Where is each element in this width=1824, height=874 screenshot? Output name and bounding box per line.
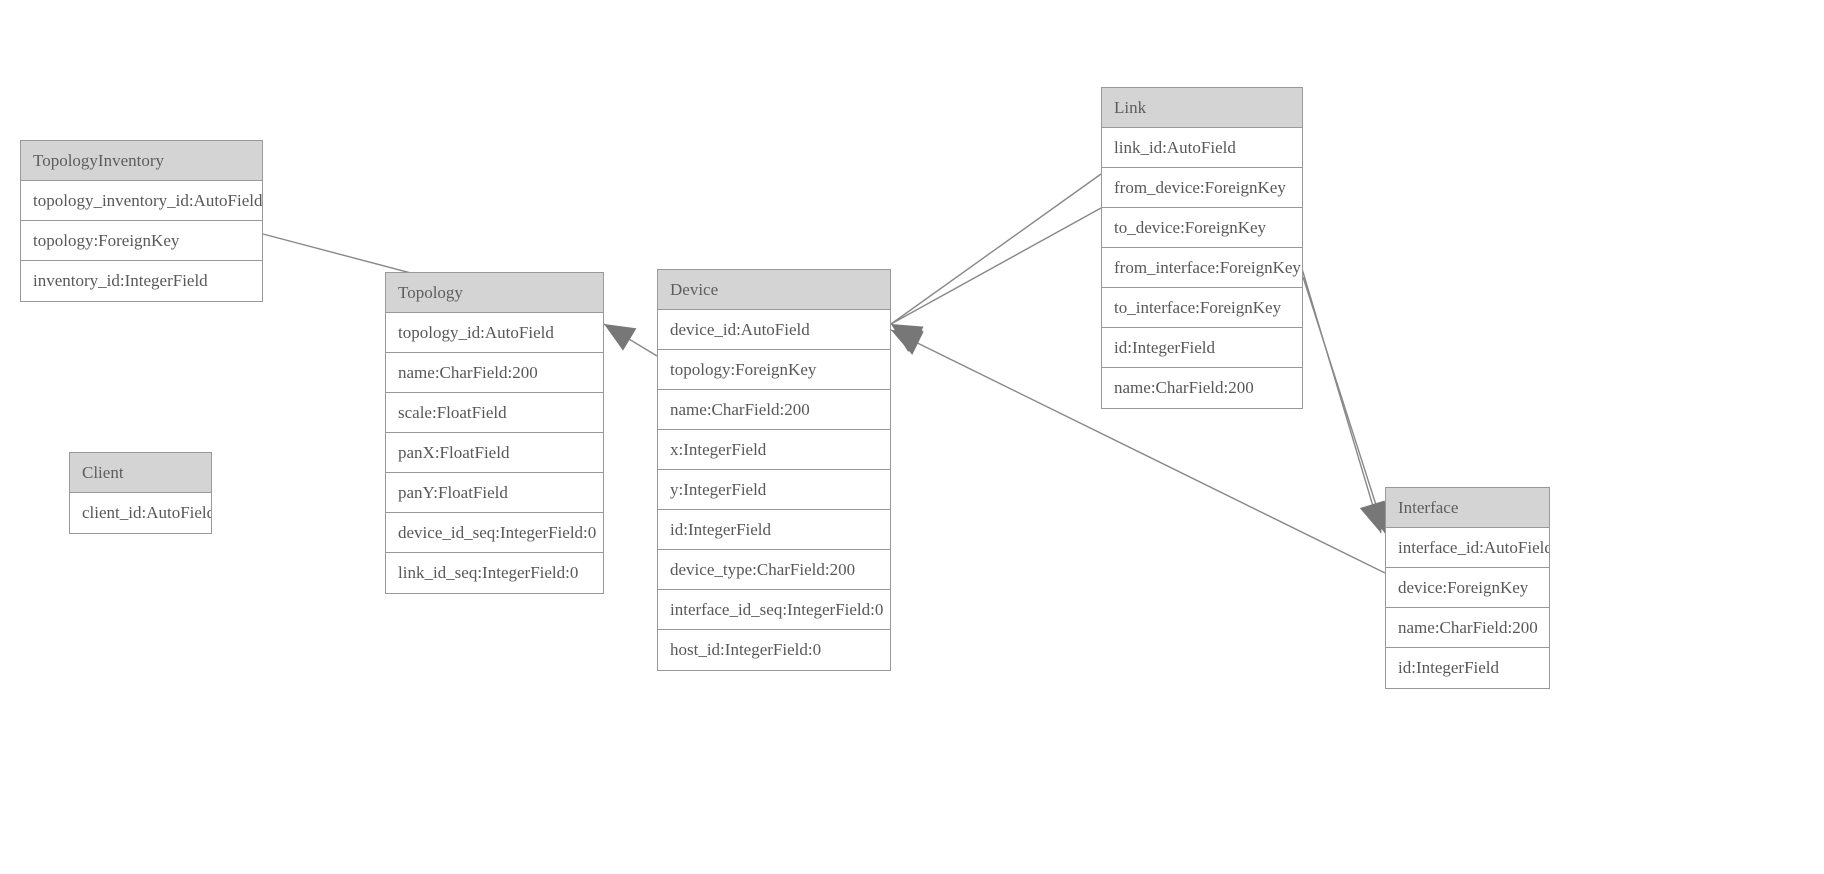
- entity-field: name:CharField:200: [386, 353, 603, 393]
- entity-field: panY:FloatField: [386, 473, 603, 513]
- entity-field: from_device:ForeignKey: [1102, 168, 1302, 208]
- entity-title-client: Client: [70, 453, 211, 493]
- entity-field: x:IntegerField: [658, 430, 890, 470]
- entity-field: topology_id:AutoField: [386, 313, 603, 353]
- entity-field: y:IntegerField: [658, 470, 890, 510]
- entity-field: panX:FloatField: [386, 433, 603, 473]
- relation-link-to-interface: [1302, 276, 1386, 534]
- entity-field: interface_id_seq:IntegerField:0: [658, 590, 890, 630]
- relation-link-to-device: [890, 207, 1102, 325]
- entity-field: interface_id:AutoField: [1386, 528, 1549, 568]
- entity-field: id:IntegerField: [658, 510, 890, 550]
- entity-field: device_id:AutoField: [658, 310, 890, 350]
- entity-field: host_id:IntegerField:0: [658, 630, 890, 670]
- entity-field: id:IntegerField: [1386, 648, 1549, 688]
- relation-interface-to-device: [890, 329, 1386, 574]
- entity-title-interface: Interface: [1386, 488, 1549, 528]
- relation-link-to-interface: [1293, 241, 1382, 534]
- entity-field: link_id_seq:IntegerField:0: [386, 553, 603, 593]
- entity-field: link_id:AutoField: [1102, 128, 1302, 168]
- entity-field: from_interface:ForeignKey: [1102, 248, 1302, 288]
- entity-field: topology:ForeignKey: [658, 350, 890, 390]
- entity-field: name:CharField:200: [1386, 608, 1549, 648]
- entity-field: name:CharField:200: [1102, 368, 1302, 408]
- entity-field: scale:FloatField: [386, 393, 603, 433]
- entity-title-link: Link: [1102, 88, 1302, 128]
- arrowhead: [1363, 500, 1389, 533]
- relation-link-to-device: [890, 173, 1102, 325]
- entity-field: client_id:AutoField: [70, 493, 211, 533]
- arrowhead: [891, 330, 924, 355]
- entity-field: to_interface:ForeignKey: [1102, 288, 1302, 328]
- entity-field: name:CharField:200: [658, 390, 890, 430]
- entity-field: device_id_seq:IntegerField:0: [386, 513, 603, 553]
- entity-field: topology:ForeignKey: [21, 221, 262, 261]
- entity-field: device:ForeignKey: [1386, 568, 1549, 608]
- entity-field: topology_inventory_id:AutoField: [21, 181, 262, 221]
- entity-field: id:IntegerField: [1102, 328, 1302, 368]
- entity-title-topology: Topology: [386, 273, 603, 313]
- arrowhead: [604, 324, 637, 351]
- entity-field: inventory_id:IntegerField: [21, 261, 262, 301]
- entity-title-topologyinventory: TopologyInventory: [21, 141, 262, 181]
- entity-field: to_device:ForeignKey: [1102, 208, 1302, 248]
- entity-title-device: Device: [658, 270, 890, 310]
- entity-field: device_type:CharField:200: [658, 550, 890, 590]
